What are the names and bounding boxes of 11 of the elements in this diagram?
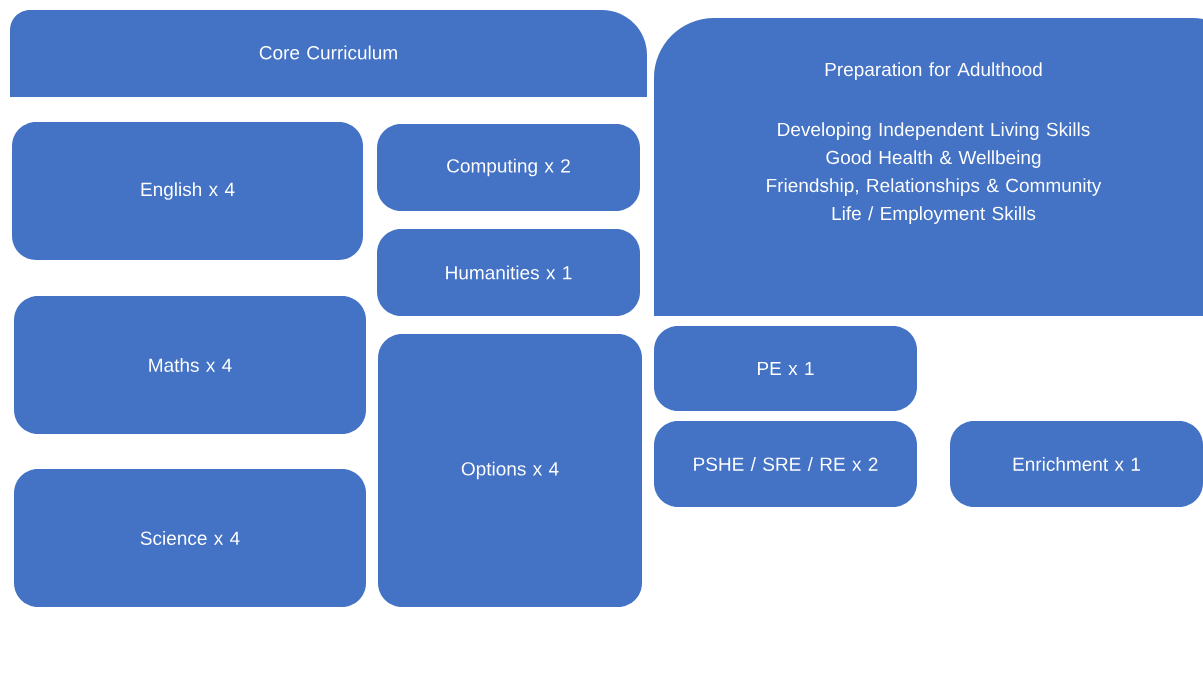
subject-box: Computing x 2 (377, 124, 640, 211)
subject-box: Options x 4 (378, 334, 642, 607)
subject-box: Maths x 4 (14, 296, 366, 434)
subject-box: Science x 4 (14, 469, 366, 607)
subject-box: Humanities x 1 (377, 229, 640, 316)
subject-box: PSHE / SRE / RE x 2 (654, 421, 917, 507)
heading-band: Core Curriculum (10, 10, 647, 97)
subject-box: English x 4 (12, 122, 363, 260)
subject-box: PE x 1 (654, 326, 917, 411)
topic-panel: Preparation for Adulthood Developing Independent Living Skills Good Health & Wellbeing Friendship, Relationships & Community Life / Employment Skills (654, 18, 1203, 316)
subject-box: Enrichment x 1 (950, 421, 1203, 507)
